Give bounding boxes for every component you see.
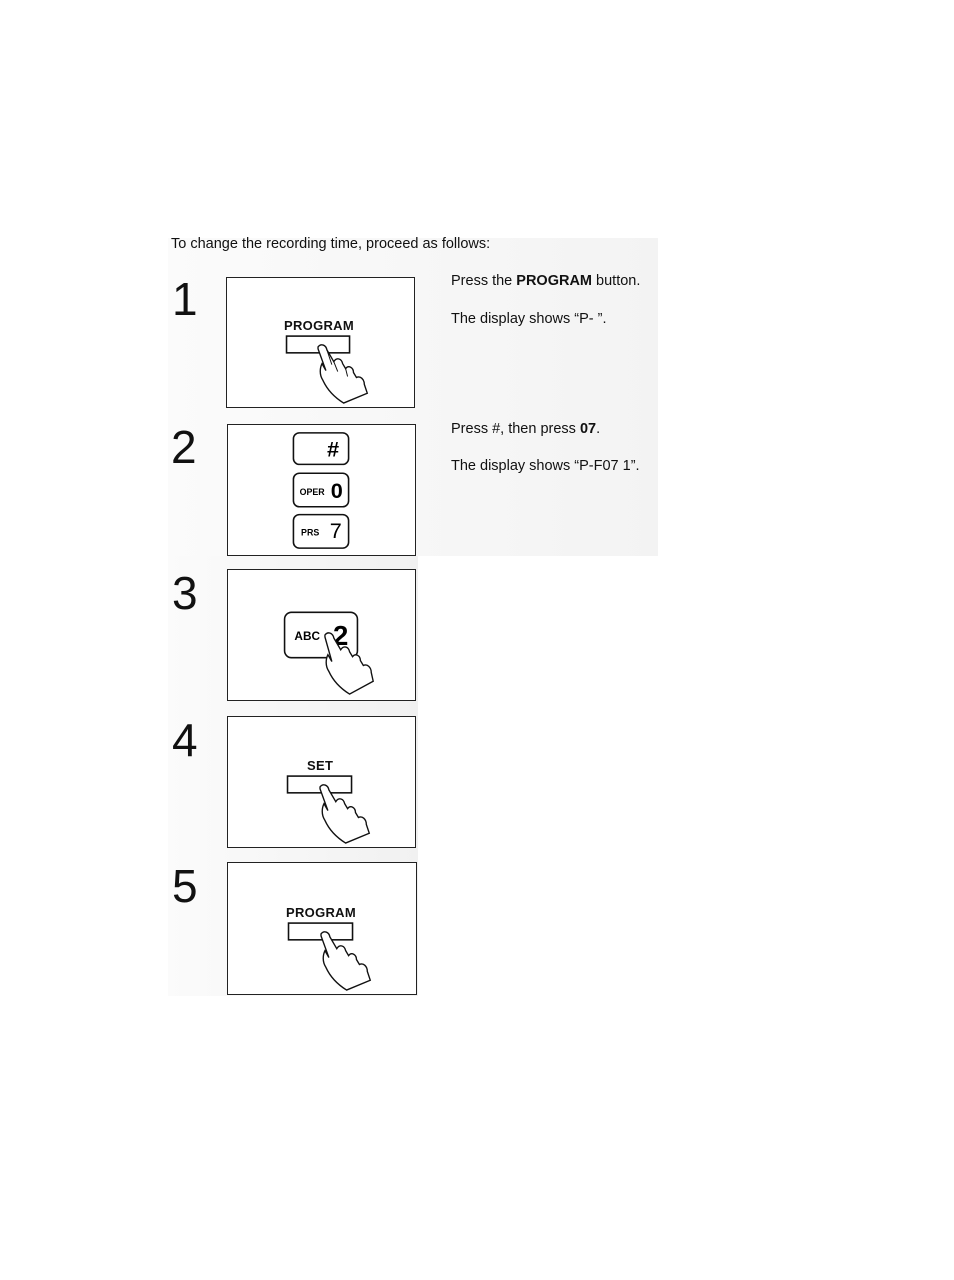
svg-text:PRS: PRS (301, 527, 319, 537)
svg-text:#: # (327, 437, 340, 462)
key-7: PRS 7 (293, 515, 348, 548)
hash-key: # (293, 433, 348, 465)
svg-text:OPER: OPER (300, 487, 326, 497)
keypad-keys: # OPER 0 PRS 7 (228, 425, 415, 555)
step-2-display-text: The display shows “P-F07 1”. (451, 458, 640, 474)
intro-text: To change the recording time, proceed as… (171, 236, 490, 252)
key-0: OPER 0 (293, 473, 348, 506)
step-1-panel: PROGRAM (226, 277, 415, 408)
step-5-panel: PROGRAM (227, 862, 417, 995)
step-2-instruction: Press #, then press 07. (451, 421, 600, 437)
abc-2-key-with-hand: ABC 2 (228, 570, 415, 700)
step-1-instruction: Press the PROGRAM button. (451, 273, 640, 289)
step-4-panel: SET (227, 716, 416, 848)
step-1-display-text: The display shows “P- ”. (451, 311, 607, 327)
svg-text:ABC: ABC (294, 629, 320, 643)
step-number-5: 5 (172, 863, 198, 909)
svg-text:0: 0 (331, 478, 343, 503)
step-number-4: 4 (172, 717, 198, 763)
svg-text:7: 7 (330, 518, 342, 543)
step-2-panel: # OPER 0 PRS 7 (227, 424, 416, 556)
step-number-3: 3 (172, 570, 198, 616)
hand-pressing-button-icon (227, 278, 414, 407)
step-number-1: 1 (172, 276, 198, 322)
hand-pressing-set-icon (228, 717, 415, 847)
step-3-panel: ABC 2 (227, 569, 416, 701)
hand-pressing-program-icon (228, 863, 416, 994)
step-number-2: 2 (171, 424, 197, 470)
